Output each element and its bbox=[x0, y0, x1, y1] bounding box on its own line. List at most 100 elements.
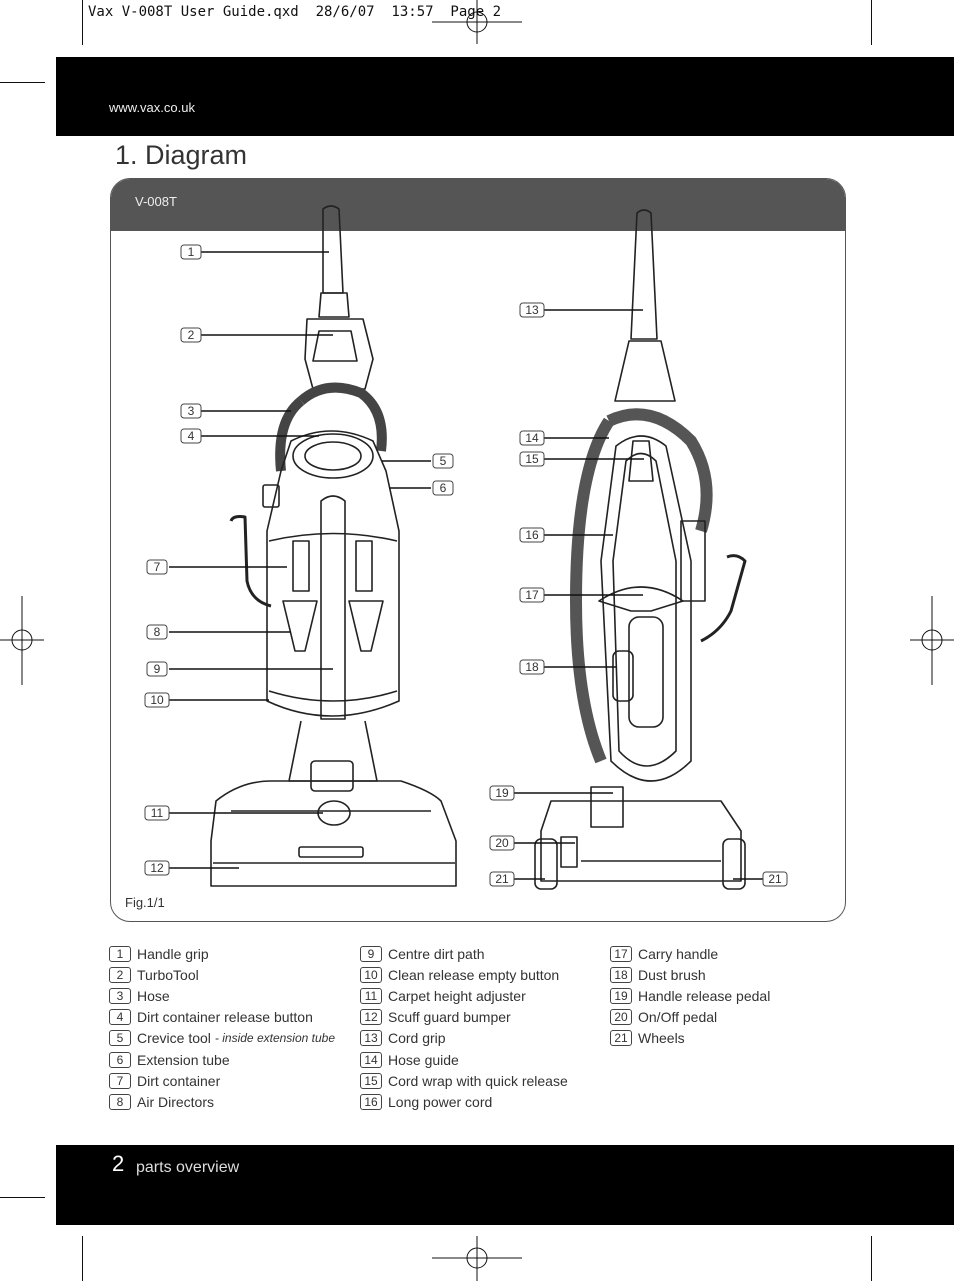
callout-boxes: 1 2 3 4 5 6 7 8 9 10 11 12 13 14 15 16 1… bbox=[144, 244, 788, 887]
svg-text:15: 15 bbox=[525, 452, 539, 466]
svg-text:12: 12 bbox=[150, 861, 164, 875]
legend-item: 18 Dust brush bbox=[610, 964, 770, 985]
svg-text:11: 11 bbox=[151, 806, 164, 820]
callout-9: 9 bbox=[146, 661, 168, 677]
footer-bar bbox=[56, 1145, 954, 1225]
legend-number: 17 bbox=[610, 945, 632, 962]
callout-12: 12 bbox=[144, 860, 170, 876]
legend-label: Wheels bbox=[638, 1030, 685, 1047]
svg-text:19: 19 bbox=[495, 786, 509, 800]
side-handle-right bbox=[700, 554, 747, 643]
legend-label: Long power cord bbox=[388, 1093, 493, 1110]
legend-number: 8 bbox=[109, 1093, 131, 1110]
svg-text:16: 16 bbox=[525, 528, 539, 542]
callout-1: 1 bbox=[180, 244, 202, 260]
legend-number: 6 bbox=[109, 1051, 131, 1068]
legend-item: 16 Long power cord bbox=[360, 1091, 568, 1112]
front-body bbox=[266, 430, 400, 717]
callout-16: 16 bbox=[519, 527, 545, 543]
svg-text:13: 13 bbox=[525, 303, 539, 317]
legend-number: 18 bbox=[610, 966, 632, 983]
legend-number: 9 bbox=[360, 945, 382, 962]
svg-text:1: 1 bbox=[188, 245, 195, 259]
callout-3: 3 bbox=[180, 403, 202, 419]
front-handle bbox=[322, 205, 344, 294]
svg-text:21: 21 bbox=[495, 872, 509, 886]
legend-item: 13 Cord grip bbox=[360, 1028, 568, 1049]
callout-20: 20 bbox=[489, 835, 515, 851]
svg-text:6: 6 bbox=[440, 481, 447, 495]
legend-label: Carry handle bbox=[638, 945, 719, 962]
legend-label: Hose bbox=[137, 987, 170, 1004]
header-bar bbox=[56, 57, 954, 136]
legend-number: 20 bbox=[610, 1009, 632, 1026]
callout-14: 14 bbox=[519, 430, 545, 446]
legend-label: Clean release empty button bbox=[388, 966, 560, 983]
callout-2: 2 bbox=[180, 327, 202, 343]
svg-text:8: 8 bbox=[154, 625, 161, 639]
legend-number: 21 bbox=[610, 1030, 632, 1047]
legend-item: 9 Centre dirt path bbox=[360, 943, 568, 964]
legend-number: 5 bbox=[109, 1030, 131, 1047]
legend-number: 19 bbox=[610, 987, 632, 1004]
legend-item: 21 Wheels bbox=[610, 1028, 770, 1049]
legend-label: Centre dirt path bbox=[388, 945, 485, 962]
legend-label: Cord grip bbox=[388, 1030, 446, 1047]
crop-mark bbox=[82, 0, 83, 45]
page-title: 1. Diagram bbox=[115, 140, 248, 170]
svg-text:4: 4 bbox=[188, 429, 195, 443]
page-number: 2 bbox=[112, 1151, 125, 1176]
vacuum-diagram: 1 2 3 4 5 6 7 8 9 10 11 12 13 14 15 16 1… bbox=[144, 205, 788, 890]
print-slug: Vax V-008T User Guide.qxd 28/6/07 13:57 … bbox=[88, 4, 502, 20]
wheel-right bbox=[722, 838, 746, 890]
callout-8: 8 bbox=[146, 624, 168, 640]
legend-label: Dust brush bbox=[638, 966, 706, 983]
svg-text:7: 7 bbox=[154, 560, 161, 574]
svg-text:9: 9 bbox=[154, 662, 161, 676]
callout-5: 5 bbox=[432, 453, 454, 469]
legend-item: 17 Carry handle bbox=[610, 943, 770, 964]
svg-text:18: 18 bbox=[525, 660, 539, 674]
legend-number: 16 bbox=[360, 1093, 382, 1110]
wheel-left bbox=[534, 838, 558, 890]
back-view bbox=[534, 209, 747, 890]
model-name: V-008T bbox=[135, 194, 177, 209]
crop-mark bbox=[0, 1197, 45, 1198]
callout-21-right: 21 bbox=[762, 871, 788, 887]
callout-7: 7 bbox=[146, 559, 168, 575]
front-view bbox=[210, 205, 457, 887]
legend-label: Dirt container release button bbox=[137, 1009, 313, 1026]
callout-21-left: 21 bbox=[489, 871, 515, 887]
section-name: parts overview bbox=[136, 1159, 240, 1176]
svg-text:10: 10 bbox=[150, 693, 164, 707]
legend-number: 14 bbox=[360, 1051, 382, 1068]
svg-text:14: 14 bbox=[525, 431, 539, 445]
panel-header bbox=[111, 179, 845, 231]
legend-label: Crevice tool bbox=[137, 1030, 211, 1047]
callout-19: 19 bbox=[489, 785, 515, 801]
legend-item: 10 Clean release empty button bbox=[360, 964, 568, 985]
back-handle bbox=[630, 209, 658, 340]
callout-10: 10 bbox=[144, 692, 170, 708]
legend-number: 13 bbox=[360, 1030, 382, 1047]
callout-4: 4 bbox=[180, 428, 202, 444]
legend-number: 1 bbox=[109, 945, 131, 962]
legend-number: 11 bbox=[360, 987, 382, 1004]
legend-number: 10 bbox=[360, 966, 382, 983]
callout-18: 18 bbox=[519, 659, 545, 675]
